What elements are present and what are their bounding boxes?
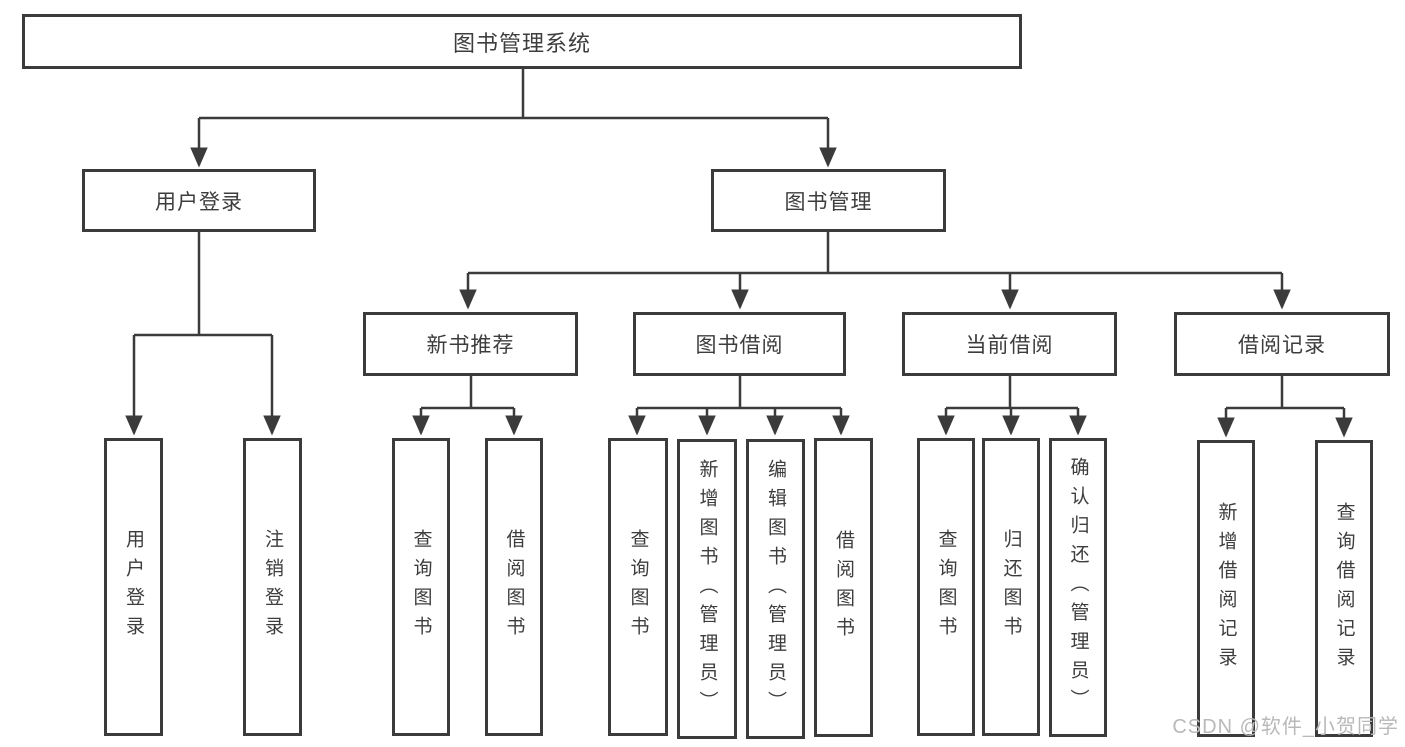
node-label: 图书管理 [784, 190, 873, 214]
leaf-query-books-recommend: 查询图书 [392, 438, 450, 736]
node-book-borrowing: 图书借阅 [633, 312, 846, 376]
leaf-query-borrow-record: 查询借阅记录 [1315, 440, 1373, 737]
leaf-borrow-books-recommend: 借阅图书 [485, 438, 543, 736]
leaf-add-borrow-record: 新增借阅记录 [1197, 440, 1255, 737]
leaf-label: 借阅图书 [503, 529, 525, 645]
node-borrowing-records: 借阅记录 [1174, 312, 1390, 376]
leaf-return-books: 归还图书 [982, 438, 1040, 736]
leaf-label: 查询图书 [627, 529, 649, 645]
node-new-book-recommend: 新书推荐 [363, 312, 578, 376]
leaf-edit-books-admin: 编辑图书（管理员） [746, 439, 805, 739]
node-label: 当前借阅 [965, 334, 1054, 357]
leaf-label: 查询借阅记录 [1333, 501, 1355, 676]
leaf-label: 归还图书 [1000, 529, 1022, 645]
node-label: 新书推荐 [426, 334, 515, 357]
node-current-borrowing: 当前借阅 [902, 312, 1117, 376]
leaf-borrow-books: 借阅图书 [814, 438, 873, 737]
node-book-management: 图书管理 [711, 169, 946, 232]
node-label: 借阅记录 [1238, 334, 1326, 357]
leaf-add-books-admin: 新增图书（管理员） [677, 439, 737, 739]
leaf-query-books-borrow: 查询图书 [608, 438, 668, 736]
leaf-confirm-return-admin: 确认归还（管理员） [1049, 438, 1107, 737]
leaf-label: 查询图书 [935, 529, 957, 645]
node-label: 图书管理系统 [452, 30, 591, 56]
node-label: 图书借阅 [695, 334, 784, 357]
node-library-management-system: 图书管理系统 [22, 14, 1022, 69]
csdn-watermark: CSDN @软件_小贺同学 [1172, 716, 1399, 738]
leaf-label: 查询图书 [410, 529, 432, 645]
leaf-label: 确认归还（管理员） [1067, 457, 1089, 718]
node-user-login: 用户登录 [82, 169, 316, 232]
leaf-label: 新增借阅记录 [1215, 501, 1237, 676]
leaf-label: 用户登录 [123, 529, 144, 645]
leaf-label: 借阅图书 [833, 529, 854, 646]
leaf-label: 新增图书（管理员） [696, 458, 718, 720]
leaf-label: 编辑图书（管理员） [765, 458, 786, 720]
leaf-user-login: 用户登录 [104, 438, 163, 736]
leaf-logout-login: 注销登录 [243, 438, 302, 736]
leaf-query-books-current: 查询图书 [917, 438, 975, 736]
leaf-label: 注销登录 [262, 529, 283, 645]
node-label: 用户登录 [155, 190, 243, 214]
